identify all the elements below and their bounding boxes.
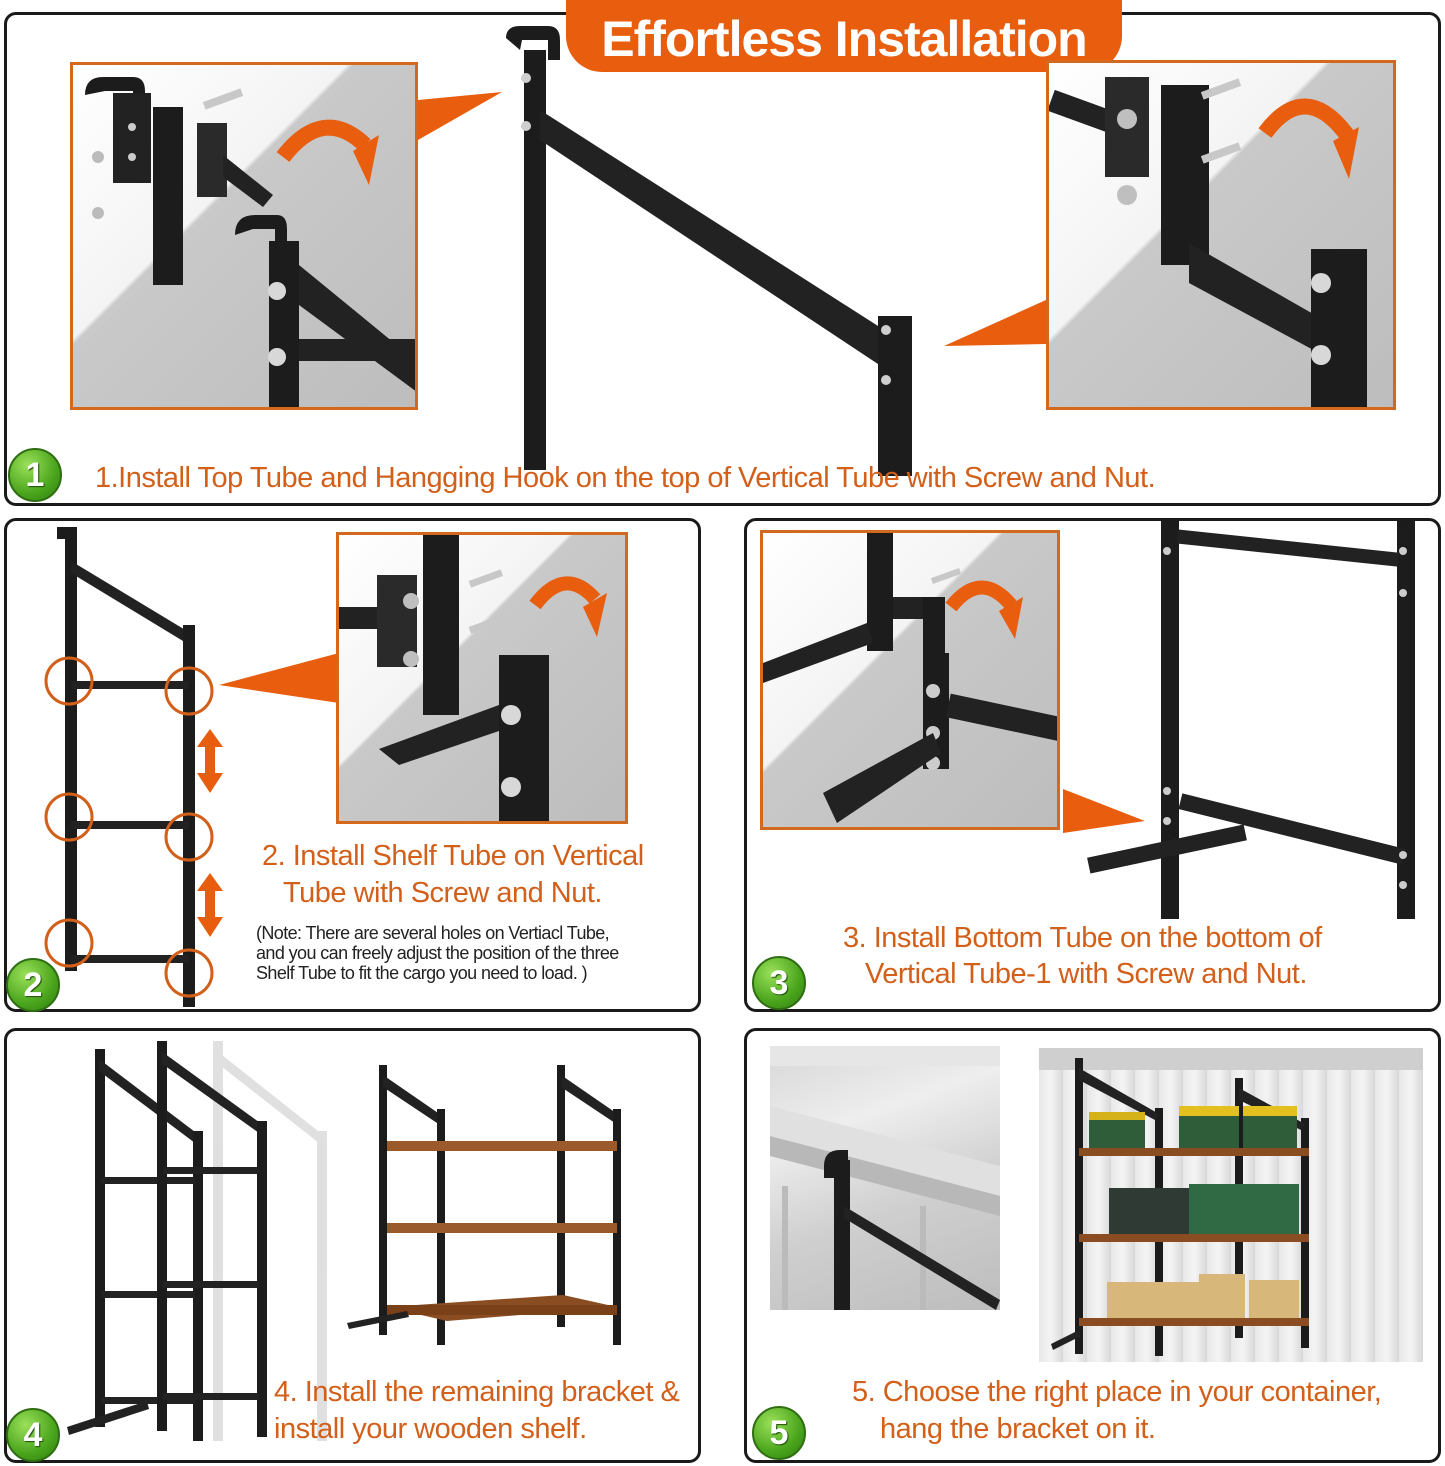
step-5-badge: 5 [752, 1406, 806, 1460]
step-3-inset-bottom-tube-detail [760, 530, 1060, 830]
title-banner: Effortless Installation [566, 0, 1122, 72]
step-2-caption-line-2: Tube with Screw and Nut. [283, 877, 602, 909]
step-2-frame-illustration [44, 527, 214, 1007]
step-4-brackets-illustration [67, 1041, 327, 1441]
step-4-shelf-illustration [347, 1065, 621, 1345]
step-4-badge: 4 [6, 1408, 60, 1462]
step-1-caption: 1.Install Top Tube and Hangging Hook on … [95, 462, 1156, 494]
callout-arrow [1063, 789, 1145, 833]
step-5-caption-line-2: hang the bracket on it. [880, 1413, 1156, 1445]
step-3-badge: 3 [752, 956, 806, 1010]
step-2-note-line-1: (Note: There are several holes on Vertia… [256, 923, 610, 943]
step-5-photo-hook-on-container [770, 1046, 1000, 1310]
step-2-inset-shelf-tube-detail [336, 532, 628, 824]
step-2-badge: 2 [6, 958, 60, 1012]
step-2-caption-line-1: 2. Install Shelf Tube on Vertical [262, 840, 644, 872]
step-1-inset-hook-detail [70, 62, 418, 410]
adjust-arrow-icon [197, 729, 223, 937]
step-2-note-line-2: and you can freely adjust the position o… [256, 943, 619, 963]
step-3-caption-line-1: 3. Install Bottom Tube on the bottom of [843, 922, 1322, 954]
step-5-photo-shelf-in-container [1039, 1048, 1423, 1362]
step-1-inset-top-tube-detail [1046, 60, 1396, 410]
step-3-frame-illustration [1087, 521, 1415, 919]
step-2-note-line-3: Shelf Tube to fit the cargo you need to … [256, 963, 588, 983]
step-4-panel [4, 1028, 701, 1463]
step-4-caption-line-2: install your wooden shelf. [274, 1413, 587, 1445]
step-1-badge: 1 [8, 448, 62, 502]
step-4-caption-line-1: 4. Install the remaining bracket & [274, 1376, 680, 1408]
step-5-caption-line-1: 5. Choose the right place in your contai… [852, 1376, 1382, 1408]
callout-arrow [219, 653, 339, 703]
step-3-caption-line-2: Vertical Tube-1 with Screw and Nut. [865, 958, 1307, 990]
